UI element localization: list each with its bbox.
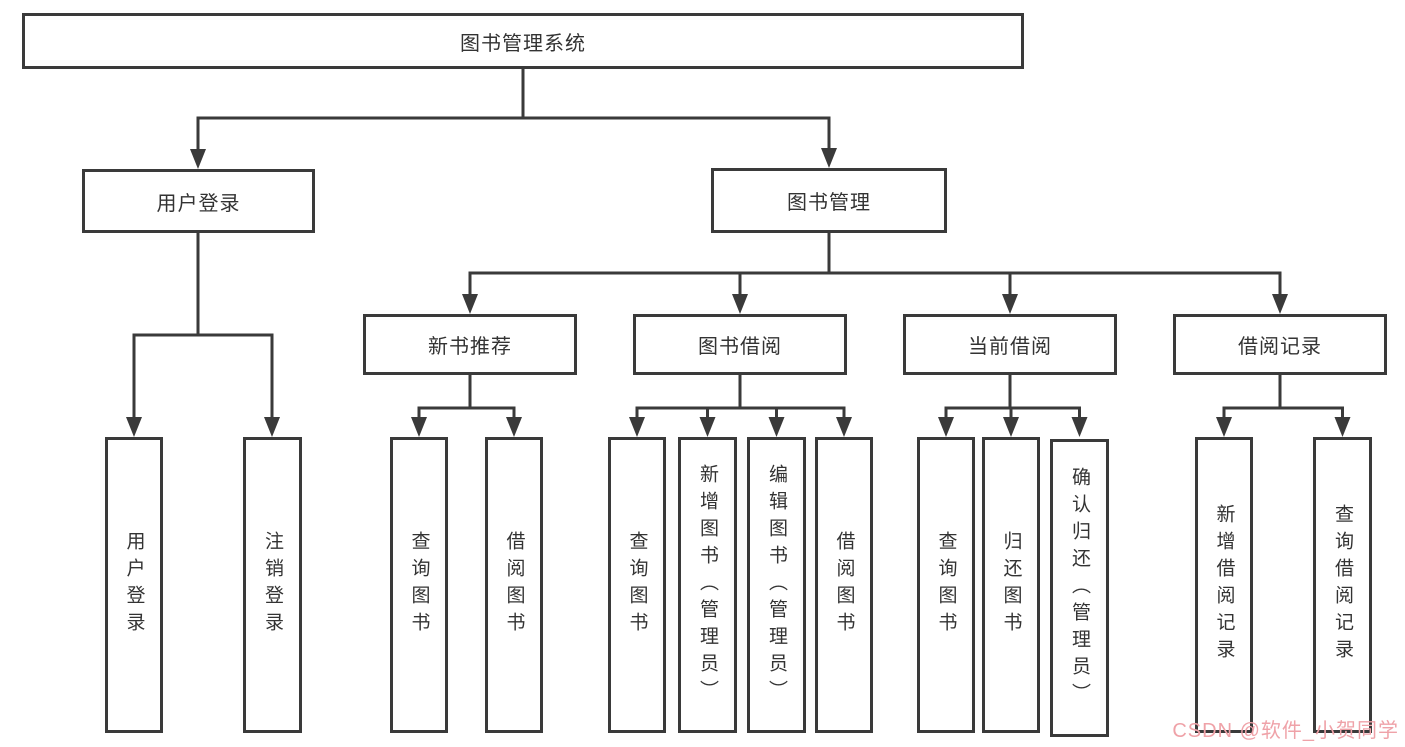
connector-userlogin-to-leaves xyxy=(132,233,274,421)
leaf-query-book-current: 查询图书 xyxy=(917,437,975,733)
leaf-confirm-return-admin: 确认归还（管理员） xyxy=(1050,439,1109,737)
node-current-borrow: 当前借阅 xyxy=(903,314,1117,375)
leaf-label: 编辑图书（管理员） xyxy=(766,463,787,707)
leaf-label: 查询图书 xyxy=(626,531,648,639)
leaf-borrow-book-recommend: 借阅图书 xyxy=(485,437,543,733)
connector-bookmgmt-to-level3 xyxy=(468,233,1282,298)
leaf-label: 用户登录 xyxy=(123,531,145,639)
leaf-edit-book-admin: 编辑图书（管理员） xyxy=(747,437,806,733)
leaf-user-login: 用户登录 xyxy=(105,437,163,733)
node-root-system: 图书管理系统 xyxy=(22,13,1024,69)
node-user-login: 用户登录 xyxy=(82,169,315,233)
connector-borrowrecord-to-leaves xyxy=(1222,375,1344,421)
leaf-query-borrow-record: 查询借阅记录 xyxy=(1313,437,1372,733)
leaf-label: 借阅图书 xyxy=(833,531,855,639)
connector-currentborrow-to-leaves xyxy=(944,375,1081,421)
leaf-add-book-admin: 新增图书（管理员） xyxy=(678,437,737,733)
connector-root-to-level2 xyxy=(196,69,831,153)
leaf-return-book: 归还图书 xyxy=(982,437,1040,733)
leaf-label: 确认归还（管理员） xyxy=(1069,466,1090,710)
leaf-label: 新增图书（管理员） xyxy=(697,463,718,707)
leaf-add-borrow-record: 新增借阅记录 xyxy=(1195,437,1253,733)
node-borrow-record: 借阅记录 xyxy=(1173,314,1387,375)
leaf-label: 注销登录 xyxy=(262,531,283,639)
leaf-label: 查询图书 xyxy=(935,531,957,639)
node-book-management: 图书管理 xyxy=(711,168,947,233)
leaf-query-book-borrow: 查询图书 xyxy=(608,437,666,733)
csdn-watermark: CSDN @软件_小贺同学 xyxy=(1172,720,1399,742)
node-new-book-recommend: 新书推荐 xyxy=(363,314,577,375)
leaf-logout: 注销登录 xyxy=(243,437,302,733)
connector-bookborrow-to-leaves xyxy=(635,375,846,421)
connector-newbook-to-leaves xyxy=(417,375,516,421)
leaf-query-book-recommend: 查询图书 xyxy=(390,437,448,733)
leaf-label: 新增借阅记录 xyxy=(1213,504,1235,666)
leaf-label: 归还图书 xyxy=(1000,531,1022,639)
leaf-label: 借阅图书 xyxy=(503,531,525,639)
leaf-label: 查询借阅记录 xyxy=(1332,504,1353,666)
leaf-label: 查询图书 xyxy=(408,531,430,639)
leaf-borrow-book: 借阅图书 xyxy=(815,437,873,733)
node-book-borrow: 图书借阅 xyxy=(633,314,847,375)
